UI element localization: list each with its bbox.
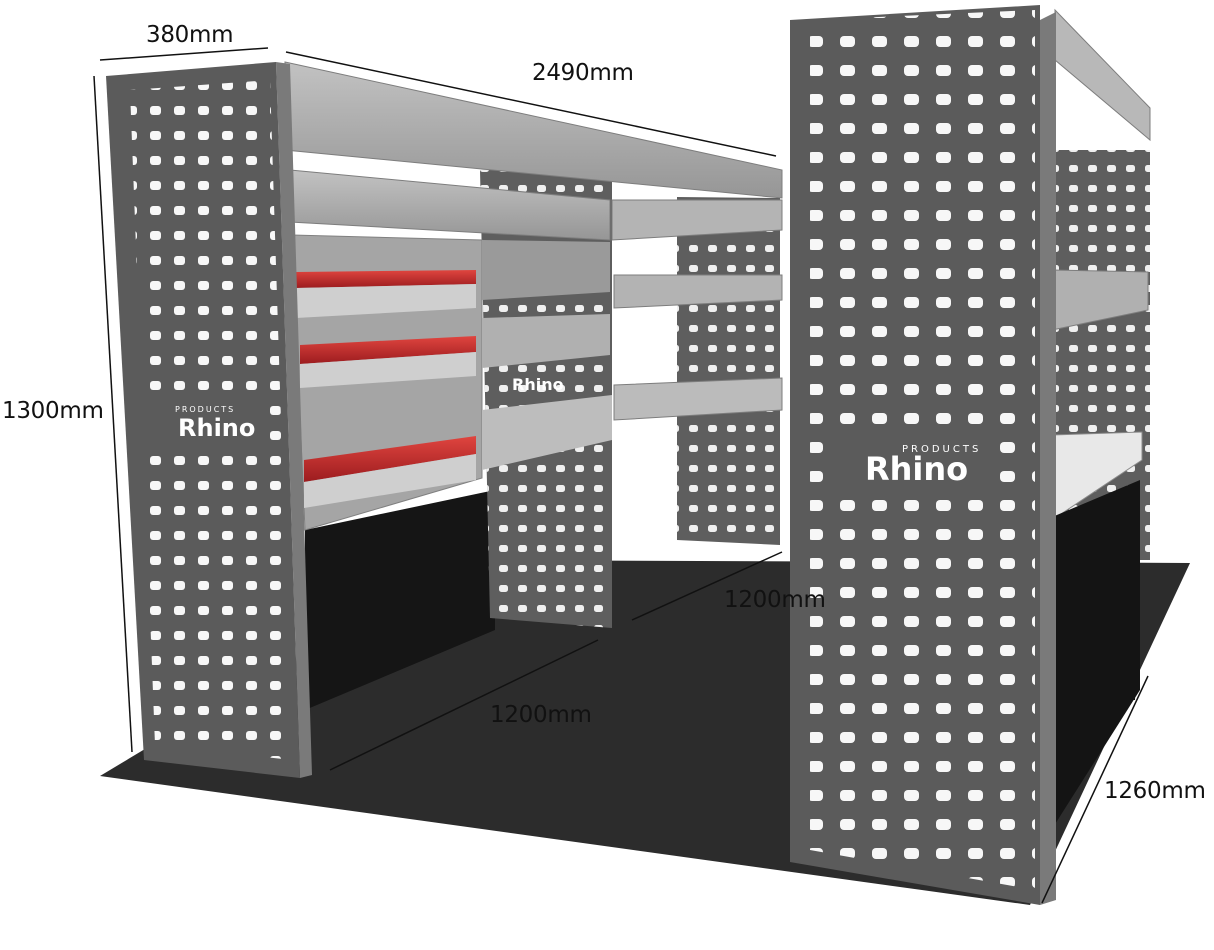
drawer-handle-3 [304, 436, 476, 482]
left-unit-back-shadow [305, 490, 495, 710]
dim-line-height [93, 75, 133, 753]
left-end-panel-side [276, 62, 312, 778]
right-panel-logo-sub: PRODUCTS [902, 444, 981, 455]
drawer-front-1 [296, 284, 476, 318]
dim-line-left-unit [329, 639, 599, 771]
right-panel-logo-bg [830, 435, 1000, 487]
low-shelf-right [613, 377, 783, 421]
dim-line-length-top [285, 51, 777, 157]
dimension-lines [93, 47, 1149, 904]
dimension-height-left: 1300mm [2, 398, 104, 424]
dim-line-right-depth [1041, 675, 1149, 904]
drawer-handle-1 [296, 270, 476, 288]
dimension-right-depth: 1260mm [1104, 778, 1206, 804]
inner-box-shelf-2 [482, 314, 610, 368]
dimension-right-unit: 1200mm [724, 587, 826, 613]
dim-line-right-unit [631, 551, 783, 621]
inner-panel-logo: Rhino [512, 375, 564, 394]
left-panel-logo: Rhino [178, 414, 255, 442]
left-panel-logo-bg [150, 398, 265, 442]
right-panel-logo: Rhino [865, 450, 968, 488]
right-unit-top [1054, 8, 1151, 142]
drawer-front-2 [300, 352, 476, 388]
right-unit-lower-cabinet [1045, 480, 1140, 840]
dim-line-depth-top [99, 47, 269, 61]
second-shelf-right [611, 199, 783, 241]
right-end-panel-side [1040, 12, 1056, 905]
dimension-length-top: 2490mm [532, 60, 634, 86]
drawer-handle-2 [300, 336, 476, 364]
dimension-depth-top: 380mm [146, 22, 234, 48]
dimension-left-unit: 1200mm [490, 702, 592, 728]
left-panel-logo-sub: PRODUCTS [175, 405, 235, 414]
inner-box-shelf [482, 240, 610, 300]
drawer-front-3 [304, 454, 476, 508]
inner-box-shelf-3 [482, 395, 612, 470]
middle-shelf-right [613, 274, 783, 309]
left-unit-end-panel-holes [677, 197, 780, 545]
